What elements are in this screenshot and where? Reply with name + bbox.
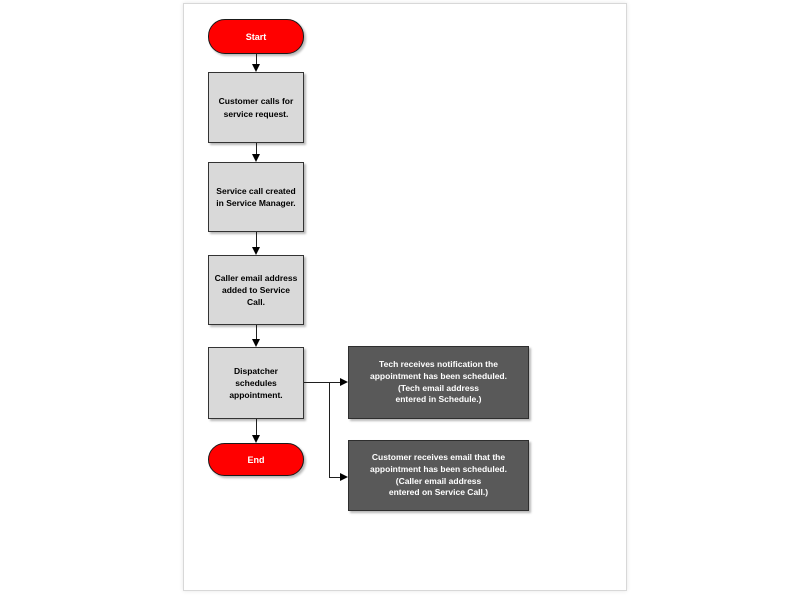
- connector-service-call-created-to-caller-email-added: [255, 232, 257, 248]
- arrowhead-right-icon: [340, 472, 348, 481]
- end-label: End: [247, 454, 265, 465]
- connector-customer-calls-to-service-call-created: [255, 143, 257, 155]
- arrowhead-right-icon: [340, 377, 348, 386]
- process-dispatcher-schedules-label: Dispatcher schedules appointment.: [229, 365, 283, 401]
- arrowhead-down-icon: [251, 247, 260, 255]
- process-caller-email-added-label: Caller email address added to Service Ca…: [214, 272, 298, 308]
- process-dispatcher-schedules: Dispatcher schedules appointment.: [208, 347, 304, 419]
- connector-dispatcher-to-tech-note: [304, 382, 340, 383]
- connector-caller-email-added-to-dispatcher-schedules: [255, 325, 257, 340]
- process-caller-email-added: Caller email address added to Service Ca…: [208, 255, 304, 325]
- note-customer-email: Customer receives email that the appoint…: [348, 440, 529, 511]
- process-service-call-created-label: Service call created in Service Manager.: [216, 185, 296, 208]
- arrowhead-down-icon: [251, 154, 260, 162]
- connector-start-to-customer-calls: [255, 54, 257, 65]
- arrowhead-down-icon: [251, 339, 260, 347]
- connector-branch-vertical: [329, 382, 330, 477]
- process-customer-calls-label: Customer calls for service request.: [218, 96, 294, 119]
- start-terminator: Start: [208, 19, 304, 54]
- note-customer-email-label: Customer receives email that the appoint…: [370, 451, 507, 498]
- end-terminator: End: [208, 443, 304, 476]
- arrowhead-down-icon: [251, 435, 260, 443]
- note-tech-notification-label: Tech receives notification the appointme…: [370, 358, 507, 405]
- process-customer-calls: Customer calls for service request.: [208, 72, 304, 143]
- arrowhead-down-icon: [251, 64, 260, 72]
- process-service-call-created: Service call created in Service Manager.: [208, 162, 304, 232]
- note-tech-notification: Tech receives notification the appointme…: [348, 346, 529, 419]
- connector-branch-to-customer-note: [329, 477, 340, 478]
- connector-dispatcher-schedules-to-end: [255, 419, 257, 436]
- start-label: Start: [245, 31, 267, 42]
